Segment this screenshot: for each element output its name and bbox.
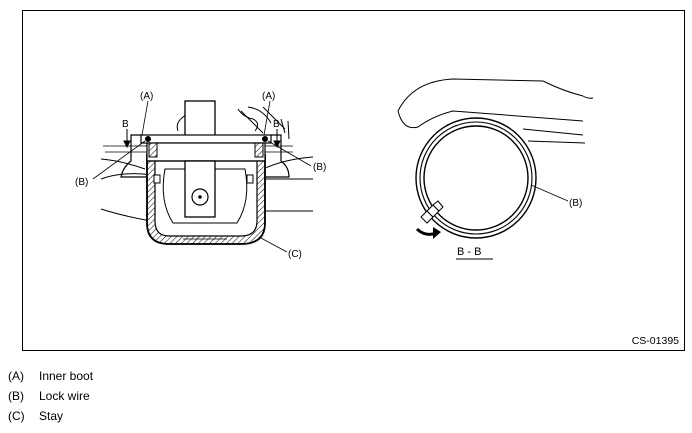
section-arrow-right-label: B: [273, 119, 280, 130]
callout-a-right: (A): [262, 91, 275, 102]
legend-item: (A) Inner boot: [8, 366, 93, 386]
callout-a-left: (A): [140, 91, 153, 102]
callout-b-ring: (B): [569, 198, 582, 209]
section-title: B - B: [457, 246, 481, 258]
legend-key: (C): [8, 409, 25, 423]
legend-text: Stay: [39, 409, 64, 423]
legend-item: (C) Stay: [8, 406, 93, 426]
section-arrow-left-label: B: [122, 119, 129, 130]
diagram-drawing: (A) (A) B B (B) (B) (C): [75, 78, 594, 260]
section-b-b-view: [397, 78, 594, 260]
legend-text: Inner boot: [39, 369, 94, 383]
legend-key: (A): [8, 369, 24, 383]
boot-cross-section: [92, 100, 314, 253]
callout-b-left: (B): [75, 177, 88, 188]
diagram-frame: (A) (A) B B (B) (B) (C): [22, 10, 685, 351]
legend: (A) Inner boot (B) Lock wire (C) Stay: [8, 366, 93, 426]
callout-c-stay: (C): [288, 249, 302, 260]
legend-item: (B) Lock wire: [8, 386, 93, 406]
legend-key: (B): [8, 389, 24, 403]
figure-code: CS-01395: [631, 335, 679, 347]
legend-text: Lock wire: [39, 389, 90, 403]
callout-b-right: (B): [313, 162, 326, 173]
